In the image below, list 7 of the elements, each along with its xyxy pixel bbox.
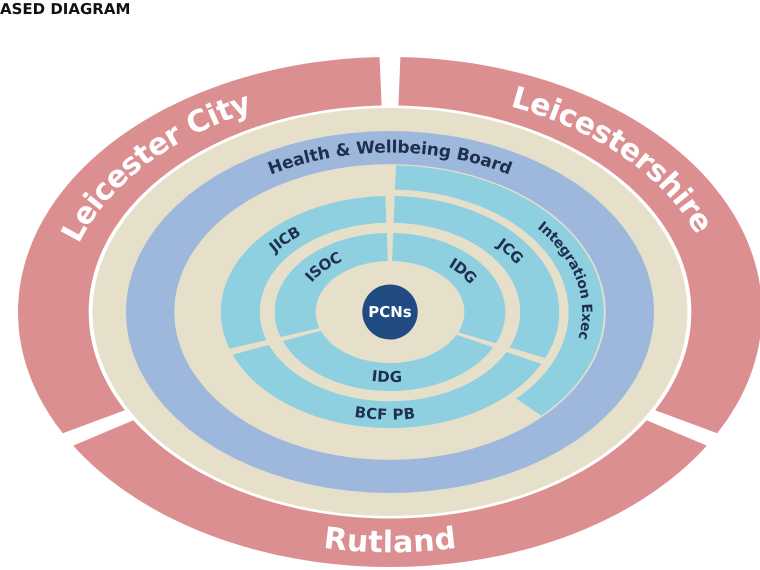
- center-label: PCNs: [368, 303, 412, 321]
- segment-label: BCF PB: [354, 402, 416, 424]
- segment-label: JCG: [494, 234, 528, 268]
- segment-label: IDG: [370, 366, 402, 386]
- diagram-title: ASED DIAGRAM: [0, 0, 130, 18]
- segment-label: Health & Wellbeing Board: [266, 137, 515, 180]
- segment-label: Rutland: [322, 521, 458, 560]
